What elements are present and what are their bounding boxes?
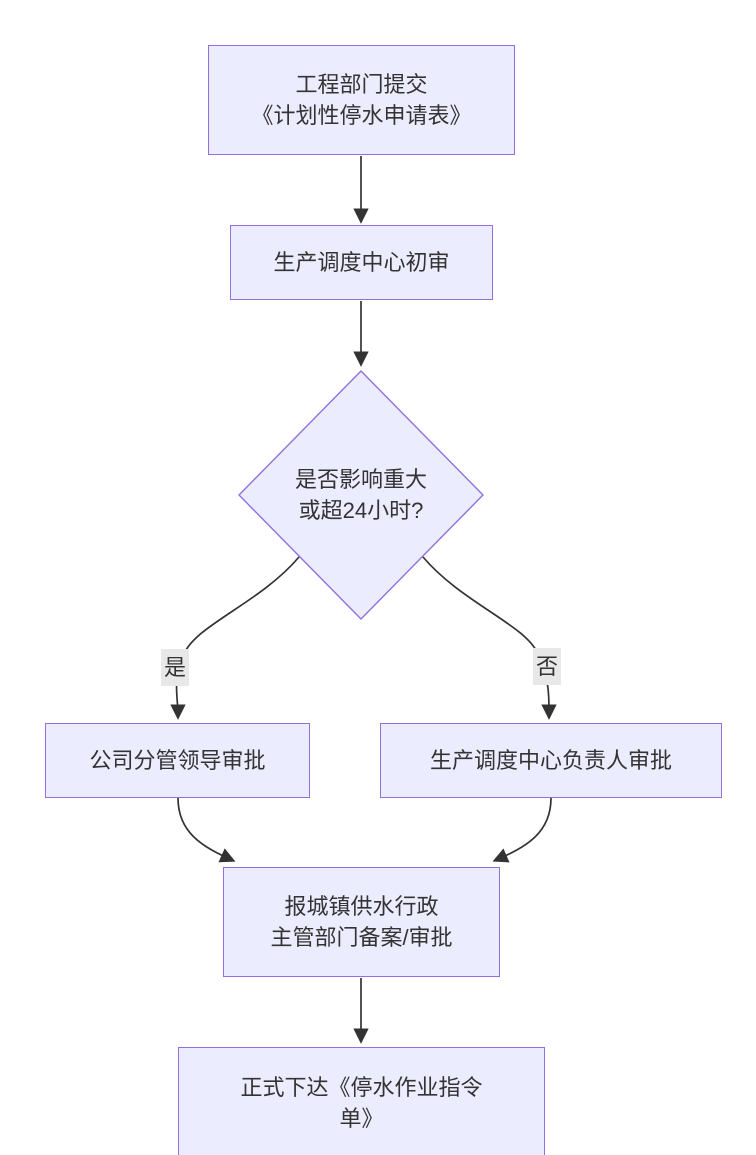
edge-decision-no (422, 556, 557, 720)
node-decision-label: 是否影响重大 或超24小时? (294, 467, 427, 523)
edge-centerhead-to-report (492, 797, 552, 863)
edge-label-yes: 是 (161, 649, 190, 686)
node-leader-approval: 公司分管领导审批 (45, 723, 310, 798)
edge-decision-yes (170, 556, 300, 720)
node-initial-review: 生产调度中心初审 (230, 225, 493, 300)
edge-label-no: 否 (533, 648, 562, 685)
node-submit-application: 工程部门提交 《计划性停水申请表》 (208, 45, 515, 155)
node-center-head-approval: 生产调度中心负责人审批 (380, 723, 722, 798)
edge-leader-to-report (177, 797, 236, 863)
node-report-filing: 报城镇供水行政 主管部门备案/审批 (223, 867, 500, 977)
node-issue-order: 正式下达《停水作业指令 单》 (178, 1047, 545, 1155)
